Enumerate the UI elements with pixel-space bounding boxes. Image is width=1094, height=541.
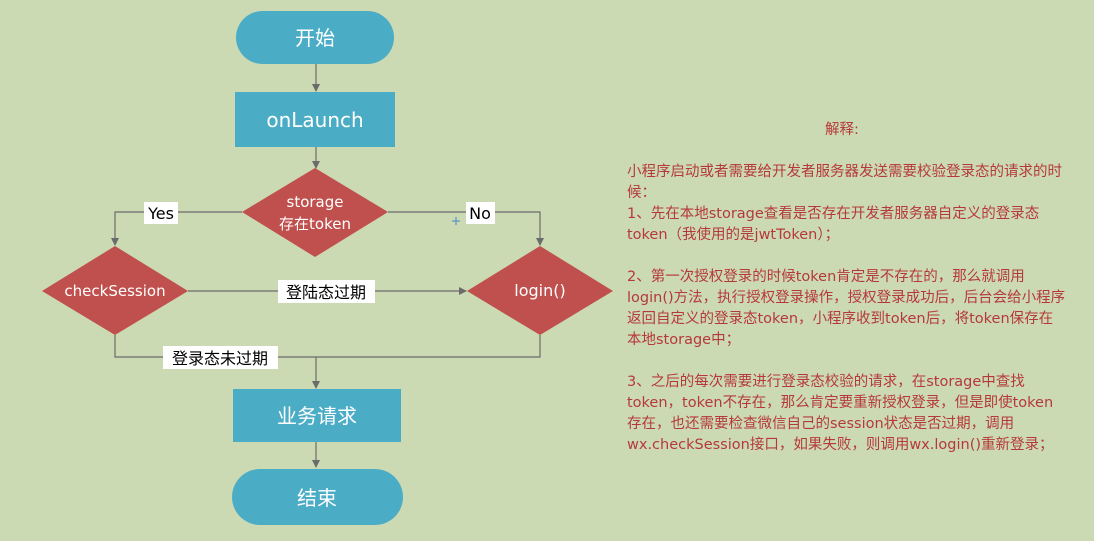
note-paragraph-1: 小程序启动或者需要给开发者服务器发送需要校验登录态的请求的时候： 1、先在本地s… xyxy=(627,164,1062,243)
business-process xyxy=(233,389,401,442)
storage-label-line2: 存在token xyxy=(279,215,351,233)
no-label: No xyxy=(469,204,491,223)
arrow-storage-no xyxy=(388,211,544,246)
cursor-icon xyxy=(452,217,460,225)
expired-label-bg xyxy=(278,280,375,303)
storage-label-line1: storage xyxy=(287,193,344,211)
onlaunch-label: onLaunch xyxy=(266,108,363,132)
checksession-decision xyxy=(42,246,188,335)
expired-label: 登陆态过期 xyxy=(286,283,366,302)
onlaunch-process xyxy=(235,92,395,147)
login-label: login() xyxy=(514,281,565,300)
checksession-label: checkSession xyxy=(64,282,165,300)
note-title: 解释: xyxy=(825,122,859,138)
end-label: 结束 xyxy=(297,486,337,510)
note-paragraph-3: 3、之后的每次需要进行登录态校验的请求，在storage中查找token，tok… xyxy=(627,374,1054,453)
no-label-bg xyxy=(466,202,495,224)
merge-line xyxy=(114,335,541,358)
explanation-note: 解释: 小程序启动或者需要给开发者服务器发送需要校验登录态的请求的时候： 1、先… xyxy=(627,120,1067,477)
end-terminal xyxy=(232,469,403,525)
business-label: 业务请求 xyxy=(277,404,357,428)
not-expired-label-bg xyxy=(163,346,278,369)
not-expired-label: 登录态未过期 xyxy=(172,349,268,368)
yes-label: Yes xyxy=(147,204,174,223)
start-label: 开始 xyxy=(295,26,335,50)
start-terminal xyxy=(236,11,394,64)
storage-decision xyxy=(242,168,388,257)
yes-label-bg xyxy=(144,202,178,224)
arrow-storage-yes xyxy=(111,211,242,246)
note-paragraph-2: 2、第一次授权登录的时候token肯定是不存在的，那么就调用login()方法，… xyxy=(627,269,1066,348)
login-decision xyxy=(467,246,613,335)
